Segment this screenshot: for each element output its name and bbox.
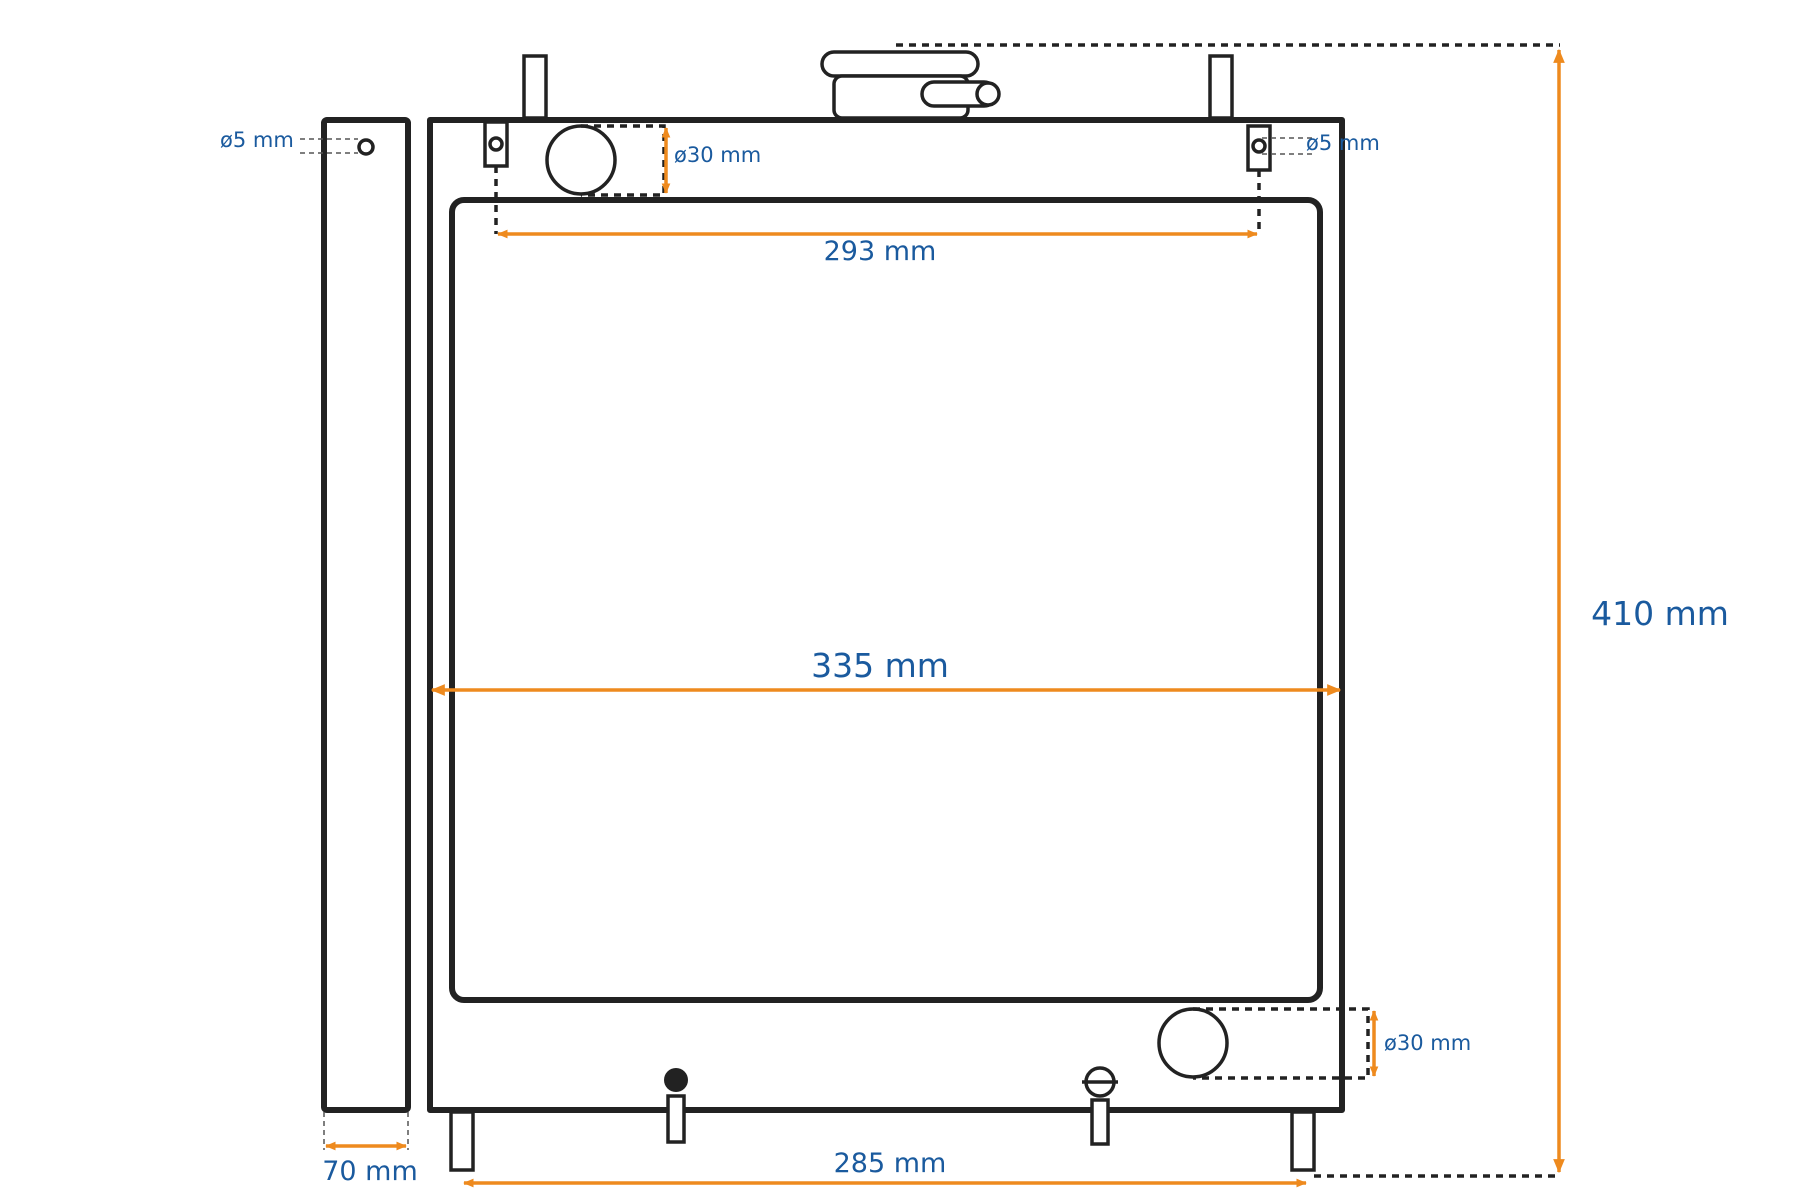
radiator-front-view [427,50,1370,1172]
label-inlet-bottom: ø30 mm [1384,1031,1471,1055]
label-inlet-top: ø30 mm [674,143,761,167]
drain-plug-icon [664,1068,688,1144]
label-core-width: 335 mm [811,646,949,685]
radiator-frame [427,117,1345,1113]
top-tab-left-hole [488,136,504,152]
radiator-cap-icon [820,50,1001,120]
label-hole-left: ø5 mm [220,128,294,152]
label-depth: 70 mm [322,1156,418,1187]
side-mount-hole [357,138,375,156]
label-total-height: 410 mm [1591,594,1729,633]
temperature-sensor-icon [1082,1066,1118,1146]
top-inlet [545,124,617,196]
bottom-pin-right [1290,1110,1316,1172]
top-pin-right [1208,54,1234,120]
label-mount-bottom-spacing: 285 mm [834,1148,947,1179]
label-hole-right: ø5 mm [1306,131,1380,155]
side-view [300,117,411,1113]
bottom-pin-left [449,1110,475,1172]
top-tab-right-hole [1251,138,1267,154]
bottom-outlet [1157,1007,1229,1079]
top-pin-left [522,54,548,120]
label-mount-top-spacing: 293 mm [824,236,937,267]
radiator-core [449,197,1323,1003]
